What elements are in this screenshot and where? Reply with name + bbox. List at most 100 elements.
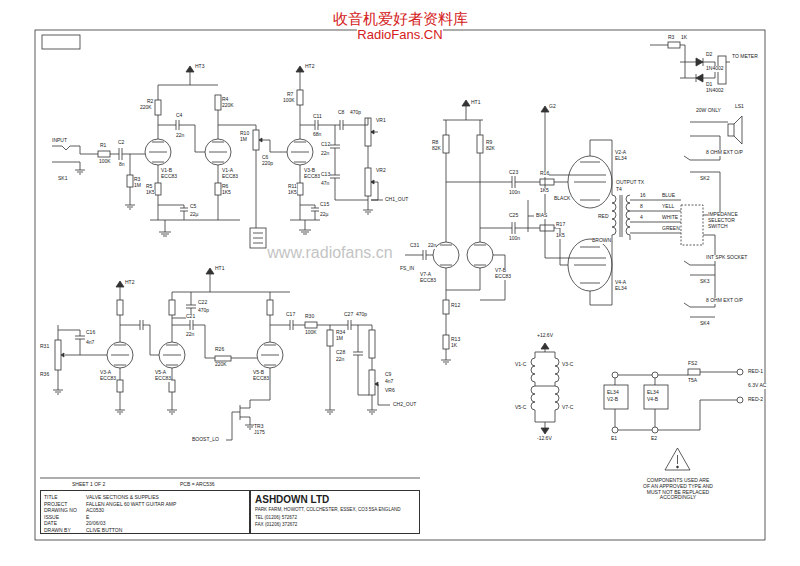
component-label: C6: [262, 155, 268, 161]
component-label: 4: [640, 215, 643, 221]
component-label: 22µ: [320, 212, 328, 218]
component-label: C22: [198, 300, 207, 306]
component-label: HT1: [471, 100, 480, 106]
component-label: C8: [338, 110, 344, 116]
component-label: INPUT: [52, 138, 67, 144]
component-label: 16: [640, 193, 646, 199]
component-label: 82K: [486, 146, 495, 152]
component-label: 22n: [186, 332, 194, 338]
title-field: PROJECT: [44, 501, 67, 507]
component-label: 1M: [134, 183, 141, 189]
component-label: 4n7: [385, 379, 393, 385]
component-label: V7-A: [420, 272, 431, 278]
component-label: V2-A: [615, 150, 626, 156]
component-label: 1N4002: [706, 66, 724, 72]
component-label: FS_IN: [400, 266, 414, 272]
component-label: D1: [706, 82, 712, 88]
component-label: RED-1: [748, 369, 763, 375]
site-banner: 收音机爱好者资料库: [333, 10, 468, 27]
component-label: R31: [40, 344, 49, 350]
component-label: V5-A: [155, 370, 166, 376]
component-label: 8n: [119, 162, 125, 168]
component-label: 1N4002: [706, 88, 724, 94]
component-label: 68n: [313, 132, 321, 138]
component-label: R10: [240, 131, 249, 137]
title-field: 20/06/03: [86, 520, 105, 526]
component-label: C27: [344, 312, 353, 318]
component-label: V2-B: [607, 397, 618, 403]
component-label: 220K: [140, 105, 152, 111]
component-label: EL34: [647, 390, 659, 396]
component-label: C9: [385, 372, 391, 378]
component-label: E2: [651, 436, 657, 442]
component-label: LS1: [735, 104, 744, 110]
component-label: R1: [100, 143, 106, 149]
component-label: R2: [147, 99, 153, 105]
component-label: HT2: [125, 280, 134, 286]
component-label: 8: [640, 204, 643, 210]
title-field: PARK FARM, HOWOTT, COLCHESTER, ESSEX, CO…: [255, 507, 401, 513]
component-label: HT2: [305, 64, 314, 70]
component-label: 22n: [321, 151, 329, 157]
component-label: ECC83: [304, 174, 320, 180]
component-label: V4-B: [647, 397, 658, 403]
component-label: BIAS: [536, 213, 547, 219]
component-label: WHITE: [662, 215, 678, 221]
title-field: VALVE SECTIONS & SUPPLIES: [86, 494, 159, 500]
component-label: FS2: [688, 361, 697, 367]
component-label: D2: [706, 52, 712, 58]
component-label: 470p: [350, 110, 361, 116]
component-label: V7-C: [562, 405, 573, 411]
component-label: 220K: [222, 103, 234, 109]
component-label: C16: [86, 330, 95, 336]
component-label: V1-C: [515, 362, 526, 368]
component-label: BLACK: [554, 196, 570, 202]
component-label: C5: [190, 204, 196, 210]
component-label: R17: [556, 222, 565, 228]
component-label: CH2_OUT: [393, 402, 416, 408]
component-label: CH1_OUT: [385, 197, 408, 203]
component-label: 1K: [451, 343, 457, 349]
component-label: 1K: [681, 35, 687, 41]
component-label: C25: [509, 213, 518, 219]
component-label: C28: [336, 350, 345, 356]
component-label: EL34: [607, 390, 619, 396]
component-label: V1-B: [161, 168, 172, 174]
component-label: 1K5: [540, 188, 549, 194]
component-label: 220p: [262, 161, 273, 167]
component-label: BROWN: [592, 238, 611, 244]
component-label: V5-C: [515, 405, 526, 411]
component-label: 8 OHM EXT O/P: [706, 150, 743, 156]
component-label: R4: [222, 97, 228, 103]
component-label: R34: [336, 330, 345, 336]
component-label: 22n: [176, 133, 184, 139]
component-label: R5: [146, 184, 152, 190]
component-label: ECC83: [155, 376, 171, 382]
component-label: COMPONENTS USED ARE OF AN APPROVED TYPE …: [643, 478, 713, 501]
component-label: 22µ: [190, 212, 198, 218]
component-label: VR2: [376, 168, 386, 174]
component-label: 1K5: [222, 190, 231, 196]
component-label: 100K: [283, 98, 295, 104]
component-label: V3-C: [562, 362, 573, 368]
component-label: 6.3V AC: [748, 383, 766, 389]
component-label: INT SPK SOCKET: [706, 255, 747, 261]
title-field: DRAWING NO: [44, 507, 77, 513]
company-name: ASHDOWN LTD: [255, 494, 329, 506]
title-field: DRAWN BY: [44, 527, 71, 533]
component-label: V7-B: [495, 268, 506, 274]
component-label: T5A: [688, 378, 697, 384]
component-label: G2: [549, 104, 556, 110]
component-label: 20W ONLY: [696, 108, 721, 114]
component-label: 100K: [305, 330, 317, 336]
component-label: R3: [668, 35, 674, 41]
component-label: ECC83: [100, 376, 116, 382]
component-label: EL34: [615, 286, 627, 292]
component-label: J175: [254, 430, 265, 436]
component-label: -12.6V: [537, 436, 552, 442]
component-label: R7: [287, 92, 293, 98]
component-label: RED: [598, 214, 609, 220]
component-label: R8: [432, 140, 438, 146]
component-label: C15: [320, 202, 329, 208]
